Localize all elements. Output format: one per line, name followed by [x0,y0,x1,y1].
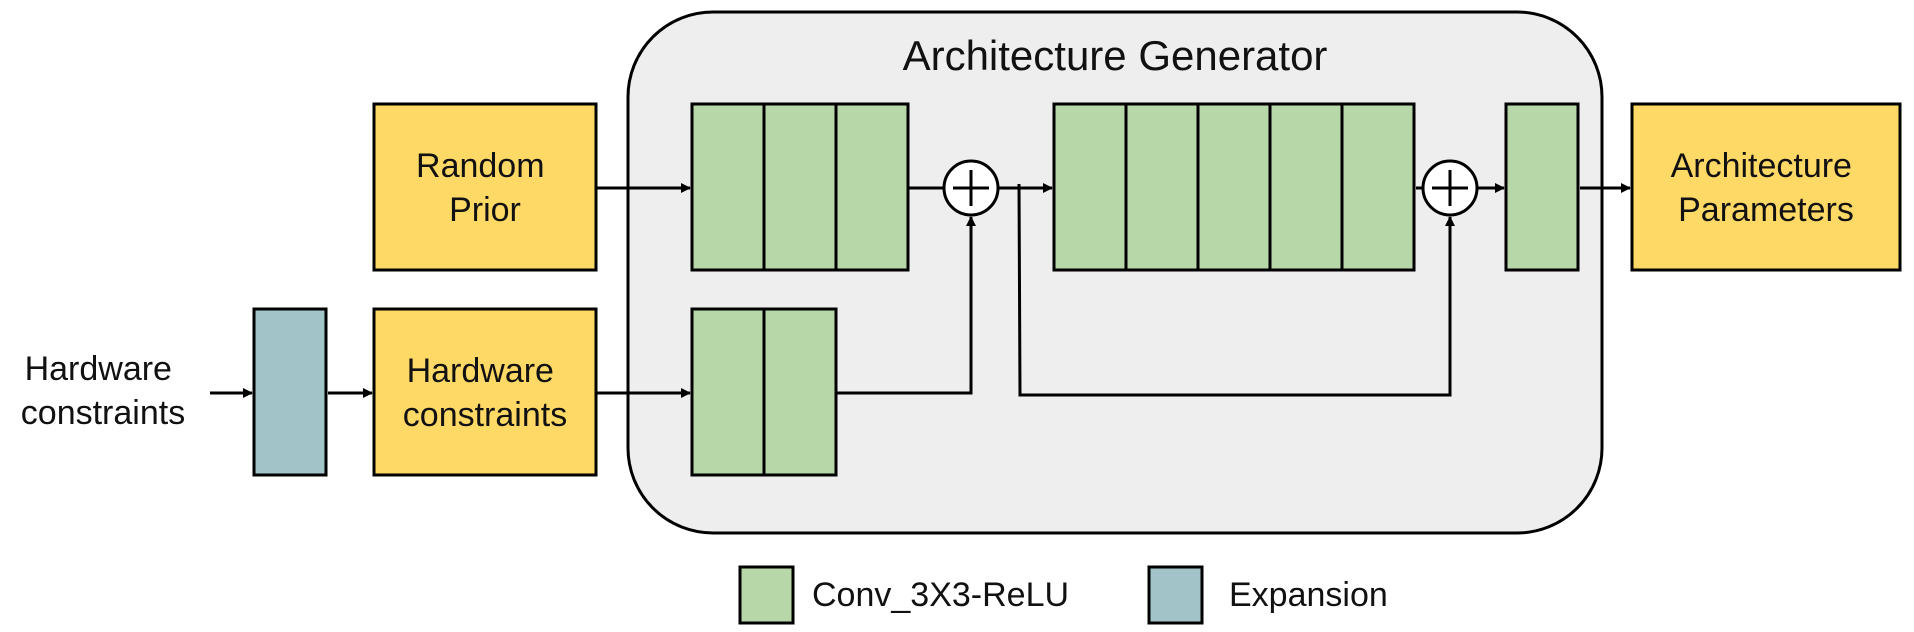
hardware-constraints-box-label: Hardware constraints [403,352,567,434]
random-prior-line-2: Prior [449,191,521,229]
random-prior-label: Random Prior [416,147,554,229]
conv-block-group-top-first [690,102,910,272]
conv-block-top-1 [690,102,766,272]
expansion-block-1 [252,307,328,477]
conv-block-bottom-1 [690,307,766,477]
hardware-constraints-box [372,307,598,477]
conv-block-middle-5 [1340,102,1416,272]
architecture-parameters-line-2: Parameters [1678,191,1854,229]
hardware-constraints-line-1: Hardware [407,352,554,390]
sum-node-1 [942,159,1000,217]
arrow-bottom-conv-to-sum1 [836,216,976,395]
arrow-skip-to-sum2 [1017,183,1455,397]
conv-block-group-bottom [690,307,838,477]
conv-block-final-1 [1504,102,1580,272]
input-hardware-line-1: Hardware [25,350,172,388]
input-hardware-line-2: constraints [21,394,185,432]
legend-conv-label: Conv_3X3-ReLU [812,576,1069,614]
conv-block-middle-1 [1052,102,1128,272]
hardware-constraints-line-2: constraints [403,396,567,434]
expansion-block-group [252,307,328,477]
architecture-parameters-label: Architecture Parameters [1671,147,1862,229]
conv-block-group-middle [1052,102,1416,272]
legend-conv-swatch [738,565,795,625]
legend-expansion-swatch [1147,565,1204,625]
random-prior-box [372,102,598,272]
input-hardware-constraints-label: Hardware constraints [21,350,185,432]
sum-node-2 [1421,159,1479,217]
legend-expansion-label: Expansion [1229,576,1388,614]
architecture-generator-title: Architecture Generator [903,32,1328,79]
conv-block-middle-4 [1268,102,1344,272]
conv-block-middle-2 [1124,102,1200,272]
conv-block-top-3 [834,102,910,272]
random-prior-line-1: Random [416,147,545,185]
conv-block-middle-3 [1196,102,1272,272]
architecture-parameters-line-1: Architecture [1671,147,1852,185]
conv-block-bottom-2 [762,307,838,477]
conv-block-top-2 [762,102,838,272]
architecture-parameters-box [1630,102,1902,272]
conv-block-group-final [1504,102,1580,272]
legend: Conv_3X3-ReLU Expansion [738,565,1388,625]
